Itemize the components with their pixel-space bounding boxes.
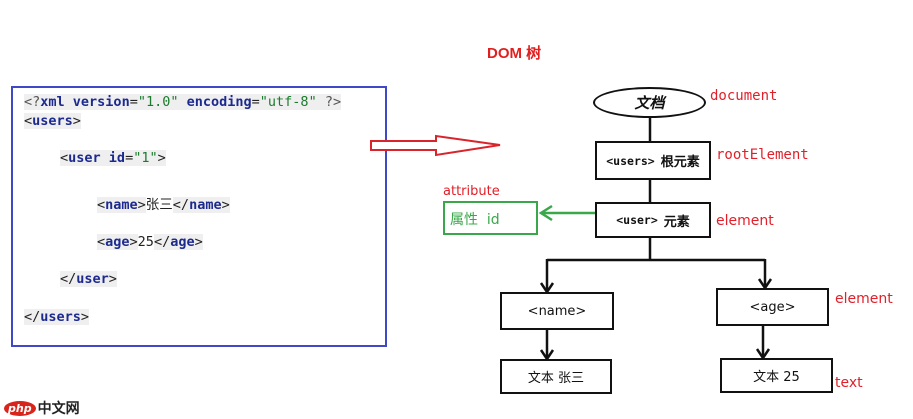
transform-arrow: [370, 134, 501, 157]
user-element-tag: <user>: [616, 213, 658, 227]
arrowhead-attribute: [538, 204, 553, 222]
xml-user-open-line: <user id="1">: [60, 150, 166, 166]
watermark-logo: php 中文网: [4, 398, 80, 418]
xml-source-box: <?xml version="1.0" encoding="utf-8" ?> …: [11, 86, 387, 347]
document-node: 文档: [593, 87, 706, 118]
name-element-node: <name>: [500, 292, 614, 330]
user-element-node: <user> 元素: [595, 202, 711, 238]
attribute-annotation: attribute: [443, 184, 500, 199]
xml-name-line: <name>张三</name>: [97, 197, 230, 213]
xml-user-close-line: </user>: [60, 271, 117, 287]
root-element-annotation: rootElement: [716, 147, 809, 163]
xml-declaration-line: <?xml version="1.0" encoding="utf-8" ?>: [24, 94, 342, 110]
age-text-node: 文本 25: [720, 358, 833, 393]
age-text-annotation: text: [835, 375, 863, 391]
diagram-title: DOM 树: [487, 45, 542, 62]
document-annotation: document: [710, 88, 778, 104]
xml-age-line: <age>25</age>: [97, 234, 203, 250]
root-element-tag: <users>: [606, 153, 655, 168]
root-element-node: <users> 根元素: [595, 141, 711, 180]
xml-users-close-line: </users>: [24, 309, 90, 325]
php-badge-icon: php: [4, 400, 36, 416]
attribute-node: 属性 id: [443, 201, 538, 235]
age-element-node: <age>: [716, 288, 829, 326]
name-text-node: 文本 张三: [500, 359, 612, 394]
root-element-label: 根元素: [660, 155, 700, 170]
age-element-annotation: element: [835, 291, 893, 307]
xml-users-open-line: <users>: [24, 113, 81, 129]
user-element-annotation: element: [716, 213, 774, 229]
watermark-site-name: 中文网: [37, 401, 80, 417]
user-element-label: 元素: [663, 214, 690, 230]
